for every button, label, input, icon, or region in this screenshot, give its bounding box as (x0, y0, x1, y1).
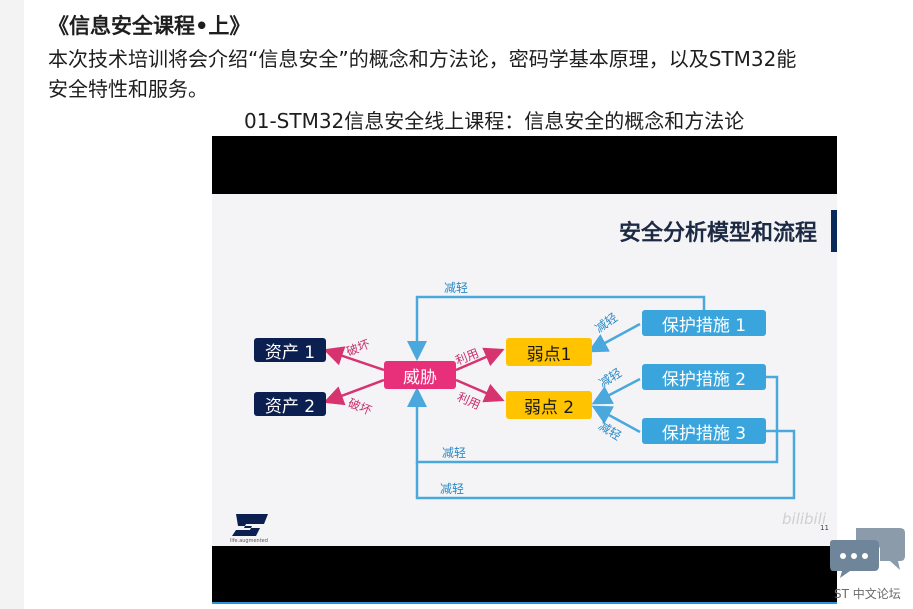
weakness-1-box: 弱点1 (506, 338, 592, 366)
st-logo-icon (232, 514, 268, 536)
left-gutter (0, 0, 24, 609)
mitigate-label-top: 减轻 (444, 281, 469, 295)
damage-arrow-1 (323, 346, 385, 372)
video-title: 01-STM32信息安全线上课程：信息安全的概念和方法论 (244, 109, 745, 133)
threat-box: 威胁 (384, 361, 456, 389)
slide-page-number: 11 (820, 524, 829, 532)
forum-chat-button[interactable] (830, 526, 907, 578)
mitigate-loop-3 (415, 429, 796, 500)
description-line: 安全特性和服务。 (48, 77, 208, 101)
asset-2-box: 资产 2 (254, 392, 326, 417)
mitigate-arrow-2 (591, 377, 641, 405)
video-player[interactable]: 安全分析模型和流程 (212, 136, 837, 604)
security-analysis-diagram (323, 295, 796, 500)
course-description: 本次技术培训将会介绍“信息安全”的概念和方法论，密码学基本原理，以及STM32能… (48, 44, 913, 104)
protection-1-box: 保护措施 1 (642, 310, 766, 336)
exploit-arrow-2 (455, 378, 505, 403)
mitigate-loop-1 (407, 295, 706, 361)
mitigate-arrow-1 (587, 322, 641, 353)
damage-arrow-2 (323, 378, 385, 406)
course-title: 《信息安全课程•上》 (48, 14, 251, 38)
slide-title: 安全分析模型和流程 (618, 221, 817, 246)
forum-label[interactable]: ST 中文论坛 (834, 587, 901, 601)
mitigate-loop-2 (407, 375, 779, 464)
protection-3-box: 保护措施 3 (642, 418, 766, 444)
bilibili-watermark: bilibili (782, 510, 827, 528)
weakness-2-box: 弱点 2 (506, 391, 592, 419)
player-progress-bar[interactable] (212, 602, 837, 604)
mitigate-label-bottom: 减轻 (440, 482, 465, 496)
slide-content: 安全分析模型和流程 (212, 194, 837, 546)
chat-bubbles-icon (830, 528, 905, 578)
mitigate-label-mid: 减轻 (442, 446, 467, 460)
logo-tagline: life.augmented (230, 538, 268, 544)
description-line: 本次技术培训将会介绍“信息安全”的概念和方法论，密码学基本原理，以及STM32能 (48, 47, 797, 71)
slide-title-accent (831, 210, 837, 252)
mitigate-arrow-3 (591, 405, 641, 434)
protection-2-box: 保护措施 2 (642, 364, 766, 390)
asset-1-box: 资产 1 (254, 338, 326, 363)
exploit-arrow-1 (455, 347, 505, 372)
